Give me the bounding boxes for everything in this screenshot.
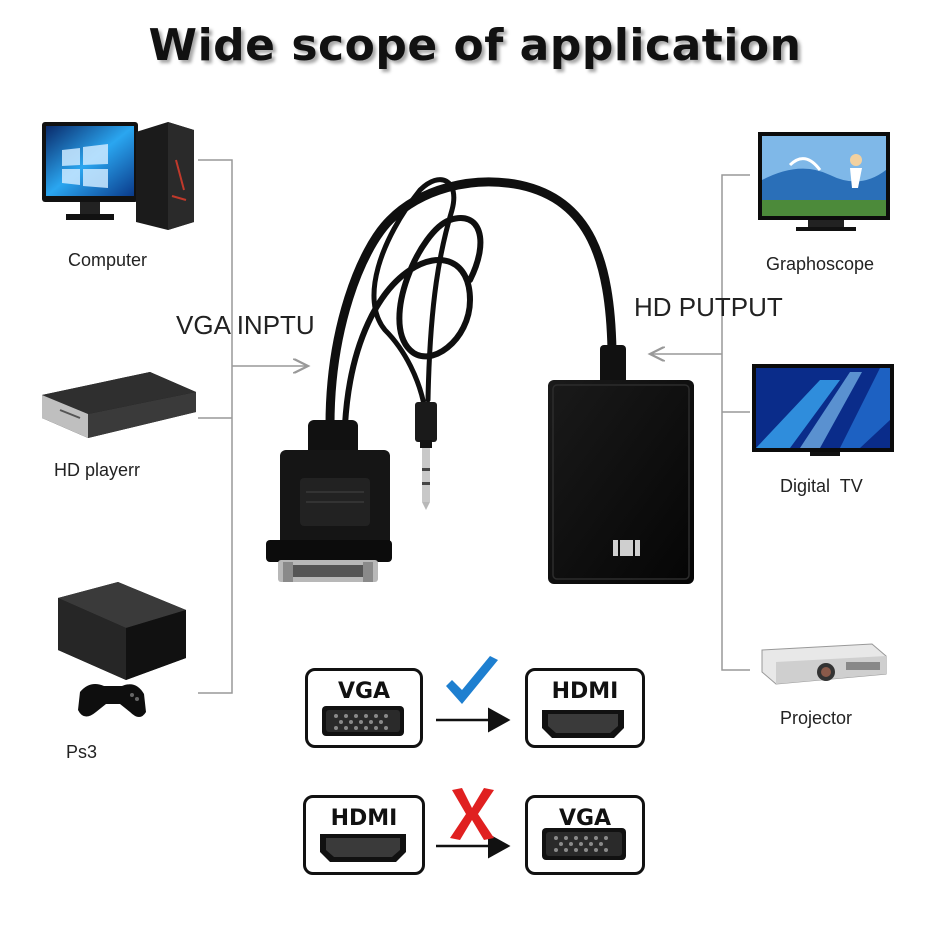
- check-icon: [446, 656, 498, 704]
- page-title: Wide scope of application: [148, 20, 802, 71]
- left-connector-lines: [198, 159, 308, 694]
- right-connector-lines: [650, 174, 750, 671]
- vga-plug: [266, 420, 392, 582]
- vga-target-box: VGA: [525, 795, 645, 875]
- hdmi-source-label: HDMI: [330, 806, 398, 831]
- vga-target-label: VGA: [558, 806, 612, 831]
- hdmi-target-box: HDMI: [525, 668, 645, 748]
- device-label-ps3: Ps3: [66, 742, 98, 762]
- device-label-digital-tv: Digital TV: [780, 476, 863, 496]
- vga-source-label: VGA: [337, 679, 391, 704]
- cable: [325, 177, 617, 430]
- hdmi-adapter-box: [548, 345, 694, 584]
- hdmi-target-label: HDMI: [551, 679, 619, 704]
- device-label-projector: Projector: [780, 708, 853, 728]
- vga-input-label: VGA INPTU: [176, 310, 315, 340]
- cross-icon: [450, 788, 494, 840]
- projector-icon: [761, 643, 887, 685]
- tv-icon: [752, 364, 894, 456]
- computer-icon: [42, 122, 194, 230]
- device-label-graphoscope: Graphoscope: [766, 254, 875, 274]
- audio-jack: [415, 402, 437, 510]
- vga-source-box: VGA: [305, 668, 423, 748]
- device-label-computer: Computer: [68, 250, 148, 270]
- device-label-hd-player: HD playerr: [54, 460, 141, 480]
- hd-output-label: HD PUTPUT: [634, 292, 783, 322]
- hdmi-source-box: HDMI: [303, 795, 425, 875]
- game-console-icon: [58, 582, 186, 717]
- monitor-icon: [758, 132, 890, 231]
- dvd-player-icon: [42, 372, 196, 438]
